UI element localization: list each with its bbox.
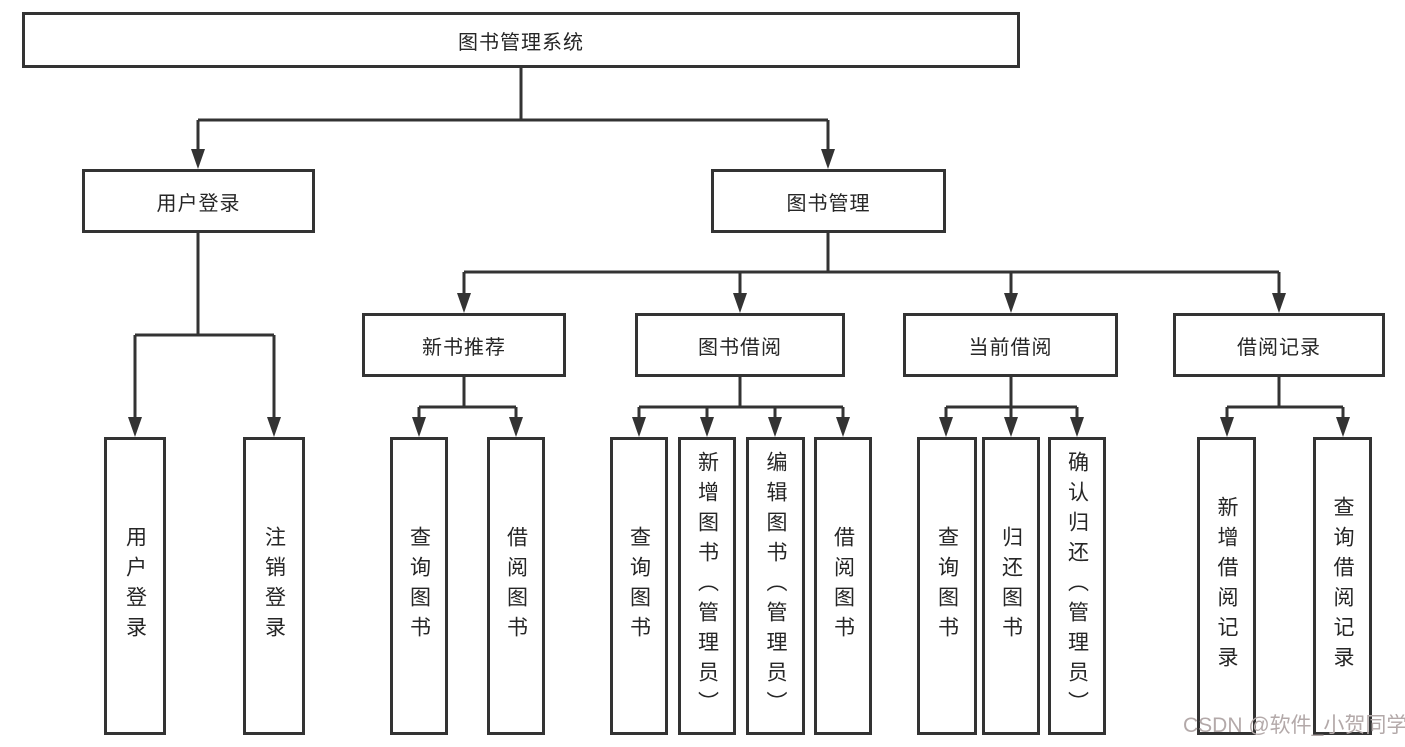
leaf-logout: 注销登录 (243, 437, 305, 735)
leaf-borrow-books: 借阅图书 (814, 437, 872, 735)
leaf-return-books-label: 归还图书 (999, 526, 1023, 646)
connector-root-to-level2 (196, 68, 830, 152)
leaf-add-books-admin-label: 新增图书（管理员） (695, 451, 719, 721)
leaf-query-borrow-record-label: 查询借阅记录 (1331, 496, 1354, 676)
leaf-query-borrow-record: 查询借阅记录 (1313, 437, 1372, 735)
node-root-system-label: 图书管理系统 (458, 31, 584, 54)
node-borrow-records: 借阅记录 (1173, 313, 1385, 377)
leaf-user-login: 用户登录 (104, 437, 166, 735)
leaf-borrow-books-recommend: 借阅图书 (487, 437, 545, 735)
leaf-query-books-current: 查询图书 (917, 437, 977, 735)
node-book-borrow-label: 图书借阅 (698, 336, 782, 359)
leaf-query-books-recommend-label: 查询图书 (407, 526, 431, 646)
csdn-watermark: CSDN @软件_小贺同学 (1183, 714, 1405, 737)
leaf-add-books-admin: 新增图书（管理员） (678, 437, 736, 735)
arrowheads (128, 149, 1350, 437)
node-current-borrow-label: 当前借阅 (968, 336, 1053, 359)
leaf-logout-label: 注销登录 (262, 526, 286, 646)
node-current-borrow: 当前借阅 (903, 313, 1118, 377)
leaf-query-books-borrow-label: 查询图书 (627, 526, 651, 646)
leaf-confirm-return-admin: 确认归还（管理员） (1048, 437, 1106, 735)
leaf-edit-books-admin-label: 编辑图书（管理员） (764, 451, 787, 721)
node-book-management: 图书管理 (711, 169, 946, 233)
node-book-management-label: 图书管理 (786, 192, 871, 215)
node-user-login-label: 用户登录 (156, 192, 241, 215)
leaf-borrow-books-label: 借阅图书 (831, 526, 855, 646)
node-root-system: 图书管理系统 (22, 12, 1020, 68)
leaf-user-login-label: 用户登录 (123, 526, 147, 646)
leaf-query-books-recommend: 查询图书 (390, 437, 448, 735)
node-new-book-recommend-label: 新书推荐 (422, 336, 506, 359)
connector-book-mgmt-branch (462, 233, 1281, 296)
connector-book-borrow-branch (637, 377, 845, 421)
node-new-book-recommend: 新书推荐 (362, 313, 566, 377)
node-book-borrow: 图书借阅 (635, 313, 845, 377)
connector-new-book-branch (417, 377, 518, 421)
leaf-add-borrow-record: 新增借阅记录 (1197, 437, 1256, 735)
connector-user-login-branch (133, 233, 276, 420)
leaf-borrow-books-recommend-label: 借阅图书 (504, 526, 528, 646)
connector-current-borrow-branch (944, 377, 1079, 421)
node-user-login: 用户登录 (82, 169, 315, 233)
leaf-confirm-return-admin-label: 确认归还（管理员） (1065, 451, 1089, 721)
leaf-return-books: 归还图书 (982, 437, 1040, 735)
node-borrow-records-label: 借阅记录 (1237, 336, 1321, 359)
leaf-edit-books-admin: 编辑图书（管理员） (746, 437, 805, 735)
connector-borrow-records-branch (1225, 377, 1345, 421)
leaf-add-borrow-record-label: 新增借阅记录 (1215, 496, 1238, 676)
leaf-query-books-borrow: 查询图书 (610, 437, 668, 735)
leaf-query-books-current-label: 查询图书 (935, 526, 959, 646)
